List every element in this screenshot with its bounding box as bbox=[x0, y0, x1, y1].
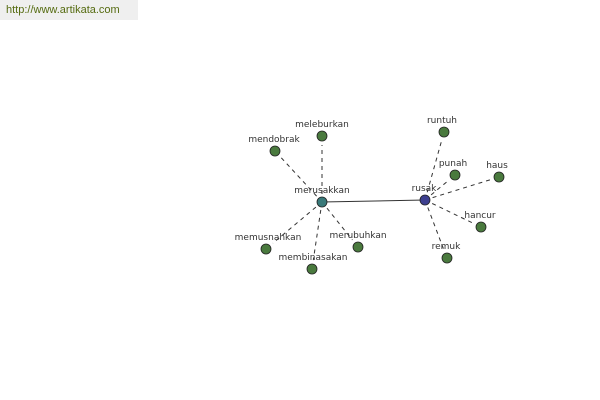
edge-merusakkan-membinasakan bbox=[312, 209, 322, 261]
site-url-banner[interactable]: http://www.artikata.com bbox=[0, 0, 138, 20]
label-mendobrak[interactable]: mendobrak bbox=[248, 135, 300, 145]
node-haus[interactable] bbox=[493, 171, 505, 183]
label-membinasakan[interactable]: membinasakan bbox=[279, 253, 348, 263]
edge-merusakkan-merubuhkan bbox=[326, 207, 353, 241]
label-hancur[interactable]: hancur bbox=[464, 211, 496, 221]
node-merubuhkan[interactable] bbox=[352, 241, 364, 253]
label-merubuhkan[interactable]: merubuhkan bbox=[329, 231, 386, 241]
edge-merusakkan-memusnahkan bbox=[272, 206, 317, 244]
label-memusnahkan[interactable]: memusnahkan bbox=[235, 233, 302, 243]
node-runtuh[interactable] bbox=[438, 126, 450, 138]
edge-merusakkan-mendobrak bbox=[280, 157, 317, 197]
edge-rusak-runtuh bbox=[426, 140, 443, 193]
label-runtuh[interactable]: runtuh bbox=[427, 116, 457, 126]
node-merusakkan[interactable] bbox=[316, 196, 328, 208]
labels-layer: merusakkan rusak meleburkan mendobrak memusn… bbox=[235, 116, 508, 263]
label-meleburkan[interactable]: meleburkan bbox=[295, 120, 349, 130]
node-hancur[interactable] bbox=[475, 221, 487, 233]
node-memusnahkan[interactable] bbox=[260, 243, 272, 255]
node-meleburkan[interactable] bbox=[316, 130, 328, 142]
node-remuk[interactable] bbox=[441, 252, 453, 264]
nodes-layer bbox=[260, 126, 505, 275]
node-rusak[interactable] bbox=[419, 194, 431, 206]
label-haus[interactable]: haus bbox=[486, 161, 508, 171]
label-rusak[interactable]: rusak bbox=[412, 184, 438, 194]
label-remuk[interactable]: remuk bbox=[432, 242, 462, 252]
label-merusakkan[interactable]: merusakkan bbox=[294, 186, 349, 196]
edge-rusak-haus bbox=[432, 179, 491, 199]
edge-rusak-punah bbox=[430, 180, 449, 196]
node-punah[interactable] bbox=[449, 169, 461, 181]
label-punah[interactable]: punah bbox=[439, 159, 467, 169]
node-mendobrak[interactable] bbox=[269, 145, 281, 157]
edges-layer bbox=[272, 140, 491, 261]
node-membinasakan[interactable] bbox=[306, 263, 318, 275]
edge-merusakkan-rusak bbox=[321, 199, 426, 203]
